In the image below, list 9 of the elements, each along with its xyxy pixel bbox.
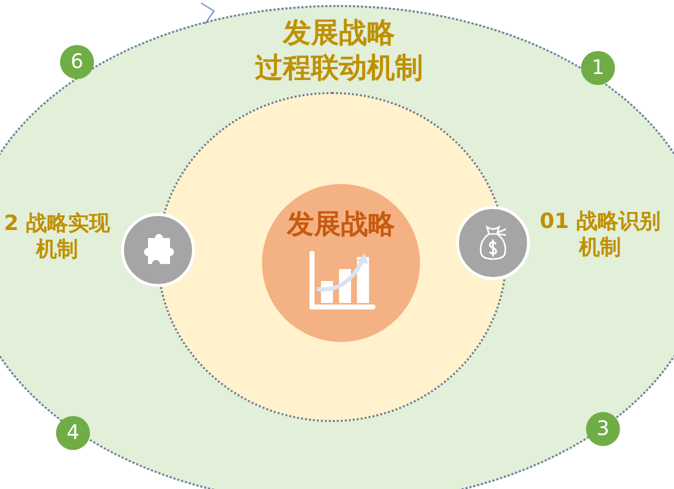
mechanism-label: 2 战略实现机制 <box>3 210 111 262</box>
step-number: 4 <box>66 420 80 445</box>
center-title: 发展战略 <box>286 208 396 242</box>
outer-ellipse <box>0 5 674 489</box>
step-number: 3 <box>596 416 610 441</box>
ring-heading: 发展战略过程联动机制 <box>254 15 424 85</box>
mechanism-label: 01 战略识别机制 <box>538 208 662 260</box>
step-number: 6 <box>70 49 84 74</box>
step-number: 1 <box>590 55 606 80</box>
